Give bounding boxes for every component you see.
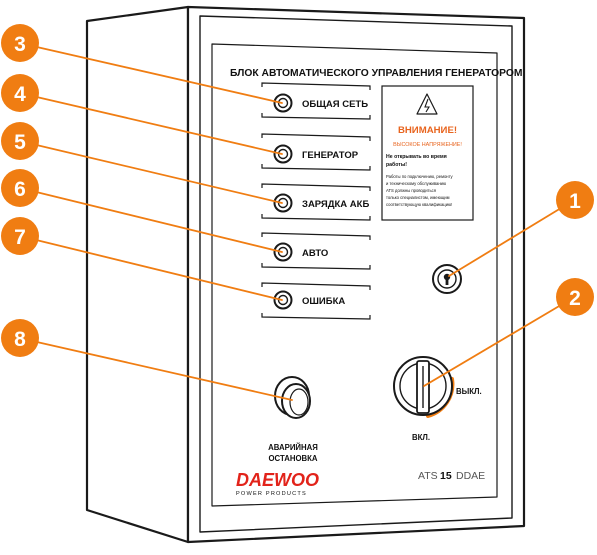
model-prefix: ATS: [418, 470, 438, 482]
callout-number: 3: [14, 33, 26, 56]
callout-circle: [1, 169, 39, 207]
leader-line-1: [448, 204, 567, 277]
callout-number: 7: [14, 226, 26, 249]
callout-number: 6: [14, 178, 26, 201]
cabinet-front-inner-edge: [199, 15, 513, 533]
daewoo-logo: DAEWOO POWER PRODUCTS: [236, 470, 319, 497]
model-number: 15: [440, 470, 452, 482]
indicator-label: ОШИБКА: [302, 296, 345, 307]
emergency-stop-button: АВАРИЙНАЯ ОСТАНОВКА: [268, 376, 318, 463]
leader-line-8: [27, 339, 293, 401]
indicator-frame: [261, 232, 371, 270]
callout-badge-2: 2: [556, 278, 594, 316]
warning-line-2: работы!: [386, 161, 407, 168]
emergency-label-line-1: АВАРИЙНАЯ: [268, 443, 318, 452]
callout-circle: [556, 278, 594, 316]
warning-body-2: и техническому обслуживанию: [386, 181, 446, 186]
callout-circle: [1, 24, 39, 62]
callout-badge-1: 1: [556, 181, 594, 219]
emergency-label-line-2: ОСТАНОВКА: [268, 454, 317, 463]
lightning-bolt-icon: [424, 98, 430, 113]
callout-number: 1: [569, 190, 581, 213]
cabinet-front: [186, 5, 526, 544]
rotary-switch: ВЫКЛ. ВКЛ.: [393, 356, 482, 442]
leader-line-2: [423, 301, 567, 387]
warning-line-1: Не открывать во время: [386, 154, 447, 160]
indicator-oshibka: ОШИБКА: [261, 282, 371, 320]
cabinet-panel-frame: [211, 43, 498, 507]
indicator-label: ГЕНЕРАТОР: [302, 150, 359, 161]
callout-badges: 1 2 3 4 5 6 7 8: [1, 24, 594, 357]
brand-tagline: POWER PRODUCTS: [236, 491, 307, 497]
warning-subtitle: ВЫСОКОЕ НАПРЯЖЕНИЕ!: [393, 142, 462, 148]
indicator-list: ОБЩАЯ СЕТЬ ГЕНЕРАТОР ЗАРЯДКА АКБ АВТО ОШ…: [261, 82, 371, 320]
indicator-frame: [261, 183, 371, 221]
warning-body-1: Работы по подключению, ремонту: [386, 174, 454, 179]
callout-badge-3: 3: [1, 24, 39, 62]
callout-number: 8: [14, 328, 26, 351]
warning-body-5: соответствующую квалификацию!: [386, 202, 452, 207]
model-suffix: DDAE: [456, 470, 485, 482]
indicator-zaryadka-akb: ЗАРЯДКА АКБ: [261, 183, 371, 221]
callout-circle: [1, 319, 39, 357]
panel-title: БЛОК АВТОМАТИЧЕСКОГО УПРАВЛЕНИЯ ГЕНЕРАТО…: [230, 68, 522, 79]
callout-number: 5: [14, 131, 26, 154]
leader-line-3: [27, 44, 283, 104]
emergency-stop-cap-edge: [289, 388, 309, 416]
emergency-stop-cap: [281, 383, 311, 419]
indicator-generator: ГЕНЕРАТОР: [261, 133, 371, 171]
indicator-frame: [261, 282, 371, 320]
brand-name: DAEWOO: [236, 470, 319, 490]
callout-badge-7: 7: [1, 217, 39, 255]
indicator-obshchaya-set: ОБЩАЯ СЕТЬ: [261, 82, 371, 120]
leader-lines: [27, 44, 567, 401]
high-voltage-icon: [416, 93, 438, 115]
callout-circle: [1, 122, 39, 160]
model-label: ATS 15 DDAE: [418, 470, 485, 482]
switch-on-label: ВКЛ.: [412, 433, 430, 442]
leader-line-5: [27, 142, 283, 204]
cabinet-left-side: [85, 5, 190, 544]
warning-body-3: ATS должны проводиться: [386, 188, 436, 193]
indicator-avto: АВТО: [261, 232, 371, 270]
key-lock: [432, 264, 462, 294]
callout-badge-8: 8: [1, 319, 39, 357]
warning-sticker: ВНИМАНИЕ! ВЫСОКОЕ НАПРЯЖЕНИЕ! Не открыва…: [381, 85, 474, 221]
callout-badge-4: 4: [1, 74, 39, 112]
keyhole-slot: [445, 278, 449, 285]
callout-badge-6: 6: [1, 169, 39, 207]
callout-circle: [1, 74, 39, 112]
indicator-frame: [261, 133, 371, 171]
callout-number: 2: [569, 287, 581, 310]
callout-circle: [556, 181, 594, 219]
warning-body-4: только специалистом, имеющим: [386, 195, 450, 200]
leader-line-4: [27, 94, 283, 155]
indicator-frame: [261, 82, 371, 120]
callout-circle: [1, 217, 39, 255]
indicator-label: ЗАРЯДКА АКБ: [302, 199, 369, 210]
leader-line-6: [27, 189, 283, 253]
warning-title: ВНИМАНИЕ!: [398, 125, 457, 136]
callout-badge-5: 5: [1, 122, 39, 160]
leader-line-7: [27, 237, 283, 301]
indicator-label: АВТО: [302, 248, 328, 259]
switch-off-label: ВЫКЛ.: [456, 387, 482, 396]
callout-number: 4: [14, 83, 26, 106]
indicator-label: ОБЩАЯ СЕТЬ: [302, 99, 368, 110]
